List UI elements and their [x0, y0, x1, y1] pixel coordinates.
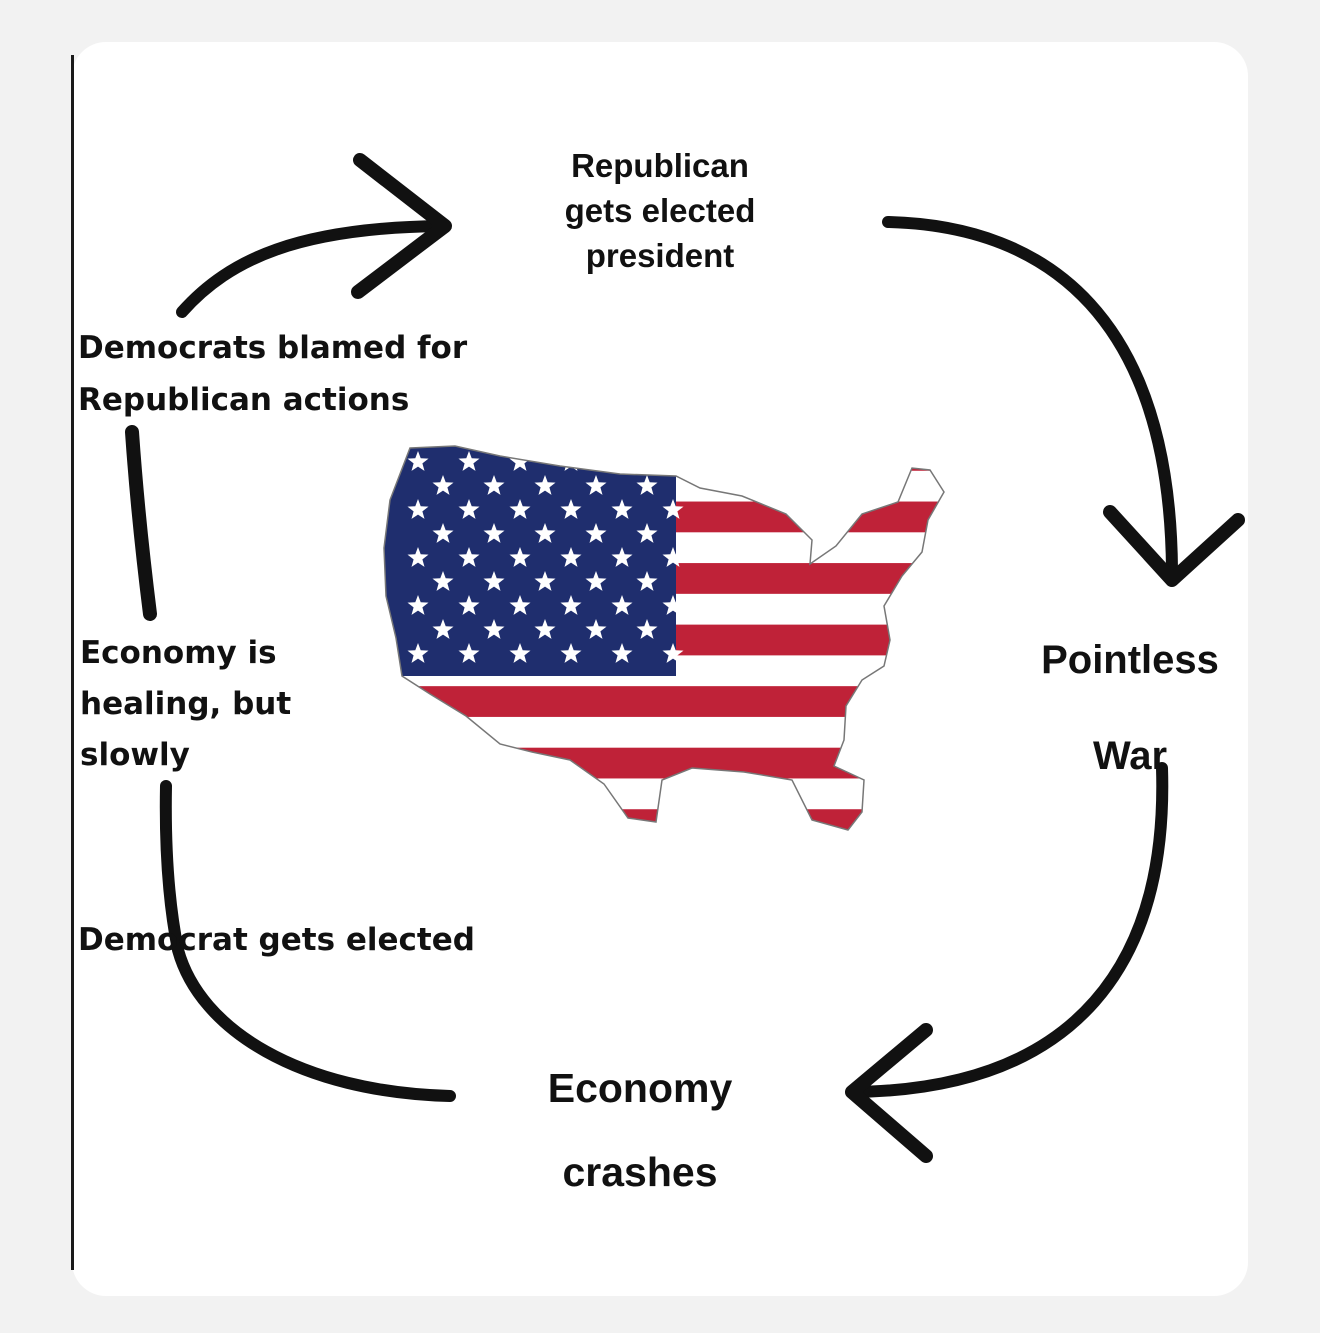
flag-star-icon [458, 595, 480, 615]
flag-star-icon [509, 643, 531, 663]
flag-stripe [384, 778, 944, 810]
flag-star-icon [509, 547, 531, 567]
flag-star-icon [458, 499, 480, 519]
arrow-bottom-left [159, 780, 456, 1102]
flag-star-icon [585, 523, 607, 543]
label-line: Republican actions [78, 382, 410, 418]
flag-star-icon [509, 451, 531, 471]
flag-star-icon [560, 499, 582, 519]
label-republican-elected: Republican gets elected president [530, 143, 790, 278]
arrow-left-segment [125, 425, 157, 621]
flag-star-icon [636, 475, 658, 495]
label-line: gets elected [564, 192, 756, 229]
flag-star-icon [534, 619, 556, 639]
flag-star-icon [662, 499, 684, 519]
flag-canton [384, 446, 676, 676]
flag-star-icon [458, 643, 480, 663]
flag-star-icon [509, 499, 531, 519]
label-line: Economy [547, 1065, 733, 1111]
label-economy-healing: Economy is healing, but slowly [80, 628, 340, 781]
flag-star-icon [483, 523, 505, 543]
flag-star-icon [483, 475, 505, 495]
flag-stripe [384, 716, 944, 749]
label-line: healing, but [80, 686, 292, 722]
label-line: slowly [80, 737, 190, 773]
flag-star-icon [432, 619, 454, 639]
arrowhead-top-icon [351, 153, 452, 299]
arrowhead-right-icon [1103, 505, 1245, 587]
label-line: crashes [562, 1149, 718, 1195]
arrow-top-right [882, 216, 1178, 576]
flag-stripe [384, 809, 944, 830]
flag-star-icon [534, 523, 556, 543]
flag-star-icon [407, 643, 429, 663]
us-flag-map [383, 445, 945, 831]
flag-star-icon [636, 523, 658, 543]
label-democrats-blamed: Democrats blamed for Republican actions [78, 322, 498, 426]
left-edge-line [71, 55, 74, 1270]
flag-star-icon [662, 595, 684, 615]
flag-star-icon [611, 595, 633, 615]
flag-star-icon [585, 619, 607, 639]
flag-star-icon [636, 571, 658, 591]
flag-star-icon [611, 499, 633, 519]
flag-star-icon [611, 547, 633, 567]
flag-star-icon [662, 643, 684, 663]
flag-star-icon [662, 547, 684, 567]
flag-stripe [384, 747, 944, 779]
flag-star-icon [458, 547, 480, 567]
flag-star-icon [560, 643, 582, 663]
arrow-top-left [176, 220, 446, 318]
flag-star-icon [662, 451, 684, 471]
label-line: Democrats blamed for [78, 330, 468, 366]
flag-star-icon [407, 547, 429, 567]
label-line: president [585, 237, 735, 274]
flag-star-icon [483, 571, 505, 591]
flag-star-icon [560, 547, 582, 567]
flag-star-icon [534, 571, 556, 591]
flag-star-icon [611, 643, 633, 663]
flag-star-icon [407, 595, 429, 615]
us-outline [383, 445, 945, 831]
label-line: War [1092, 734, 1168, 778]
flag-star-icon [585, 571, 607, 591]
label-line: Pointless [1041, 638, 1219, 682]
label-line: Republican [571, 147, 749, 184]
flag-star-icon [585, 475, 607, 495]
flag-star-icon [458, 451, 480, 471]
flag-star-icon [611, 451, 633, 471]
flag-star-icon [407, 451, 429, 471]
flag-star-icon [636, 619, 658, 639]
flag-star-icon [432, 523, 454, 543]
flag-star-icon [407, 499, 429, 519]
flag-star-icon [560, 595, 582, 615]
flag-star-icon [509, 595, 531, 615]
label-democrat-elected: Democrat gets elected [78, 922, 475, 958]
arrow-bottom-right [846, 762, 1169, 1098]
arrowhead-bottom-icon [845, 1023, 933, 1163]
flag-star-icon [432, 571, 454, 591]
flag-star-icon [534, 475, 556, 495]
label-economy-crashes: Economy crashes [510, 1046, 770, 1214]
label-pointless-war: Pointless War [1010, 612, 1250, 804]
flag-star-icon [483, 619, 505, 639]
flag-star-icon [432, 475, 454, 495]
label-line: Economy is [80, 635, 277, 671]
